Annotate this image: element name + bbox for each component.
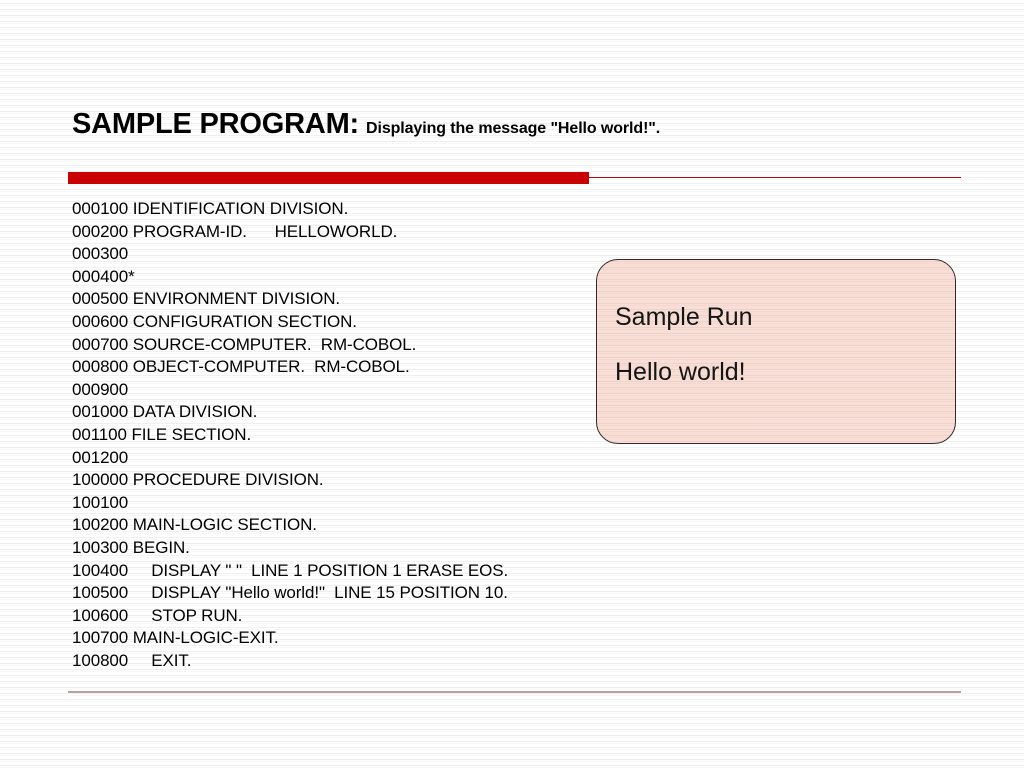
code-line: 001100 FILE SECTION. [72, 424, 252, 444]
code-listing: 000100 IDENTIFICATION DIVISION. 000200 PR… [72, 198, 692, 672]
page-title: SAMPLE PROGRAM: Displaying the message "H… [72, 108, 972, 141]
page-title-subtitle: Displaying the message "Hello world!". [366, 120, 661, 137]
code-line: 100300 BEGIN. [72, 537, 190, 557]
code-line: 100000 PROCEDURE DIVISION. [72, 470, 324, 490]
code-line: 000300 [72, 244, 129, 264]
code-line: 000200 PROGRAM-ID. HELLOWORLD. [72, 221, 398, 241]
code-line: 100500 DISPLAY "Hello world!" LINE 15 PO… [72, 583, 508, 603]
code-line: 000600 CONFIGURATION SECTION. [72, 311, 357, 331]
code-line: 000900 [72, 379, 129, 399]
sample-run-heading: Sample Run [615, 303, 753, 331]
code-line: 100600 STOP RUN. [72, 605, 243, 625]
code-line: 000100 IDENTIFICATION DIVISION. [72, 199, 349, 218]
page-title-main: SAMPLE PROGRAM: [72, 108, 360, 140]
footer-divider-rule [68, 691, 961, 693]
code-line: 000500 ENVIRONMENT DIVISION. [72, 289, 341, 309]
sample-run-callout: Sample Run Hello world! [596, 259, 956, 444]
code-line: 001200 [72, 447, 129, 467]
code-line: 001000 DATA DIVISION. [72, 402, 258, 422]
code-line: 000800 OBJECT-COMPUTER. RM-COBOL. [72, 357, 410, 377]
code-line: 100100 [72, 492, 129, 512]
sample-run-output-text: Hello world! [615, 358, 746, 386]
code-line: 100400 DISPLAY " " LINE 1 POSITION 1 ERA… [72, 560, 509, 580]
code-line: 000700 SOURCE-COMPUTER. RM-COBOL. [72, 334, 417, 354]
code-line: 100200 MAIN-LOGIC SECTION. [72, 515, 317, 535]
code-line: 100800 EXIT. [72, 650, 192, 670]
code-line: 100700 MAIN-LOGIC-EXIT. [72, 628, 279, 648]
title-divider-accent-bar [68, 172, 589, 184]
code-line: 000400* [72, 266, 135, 286]
